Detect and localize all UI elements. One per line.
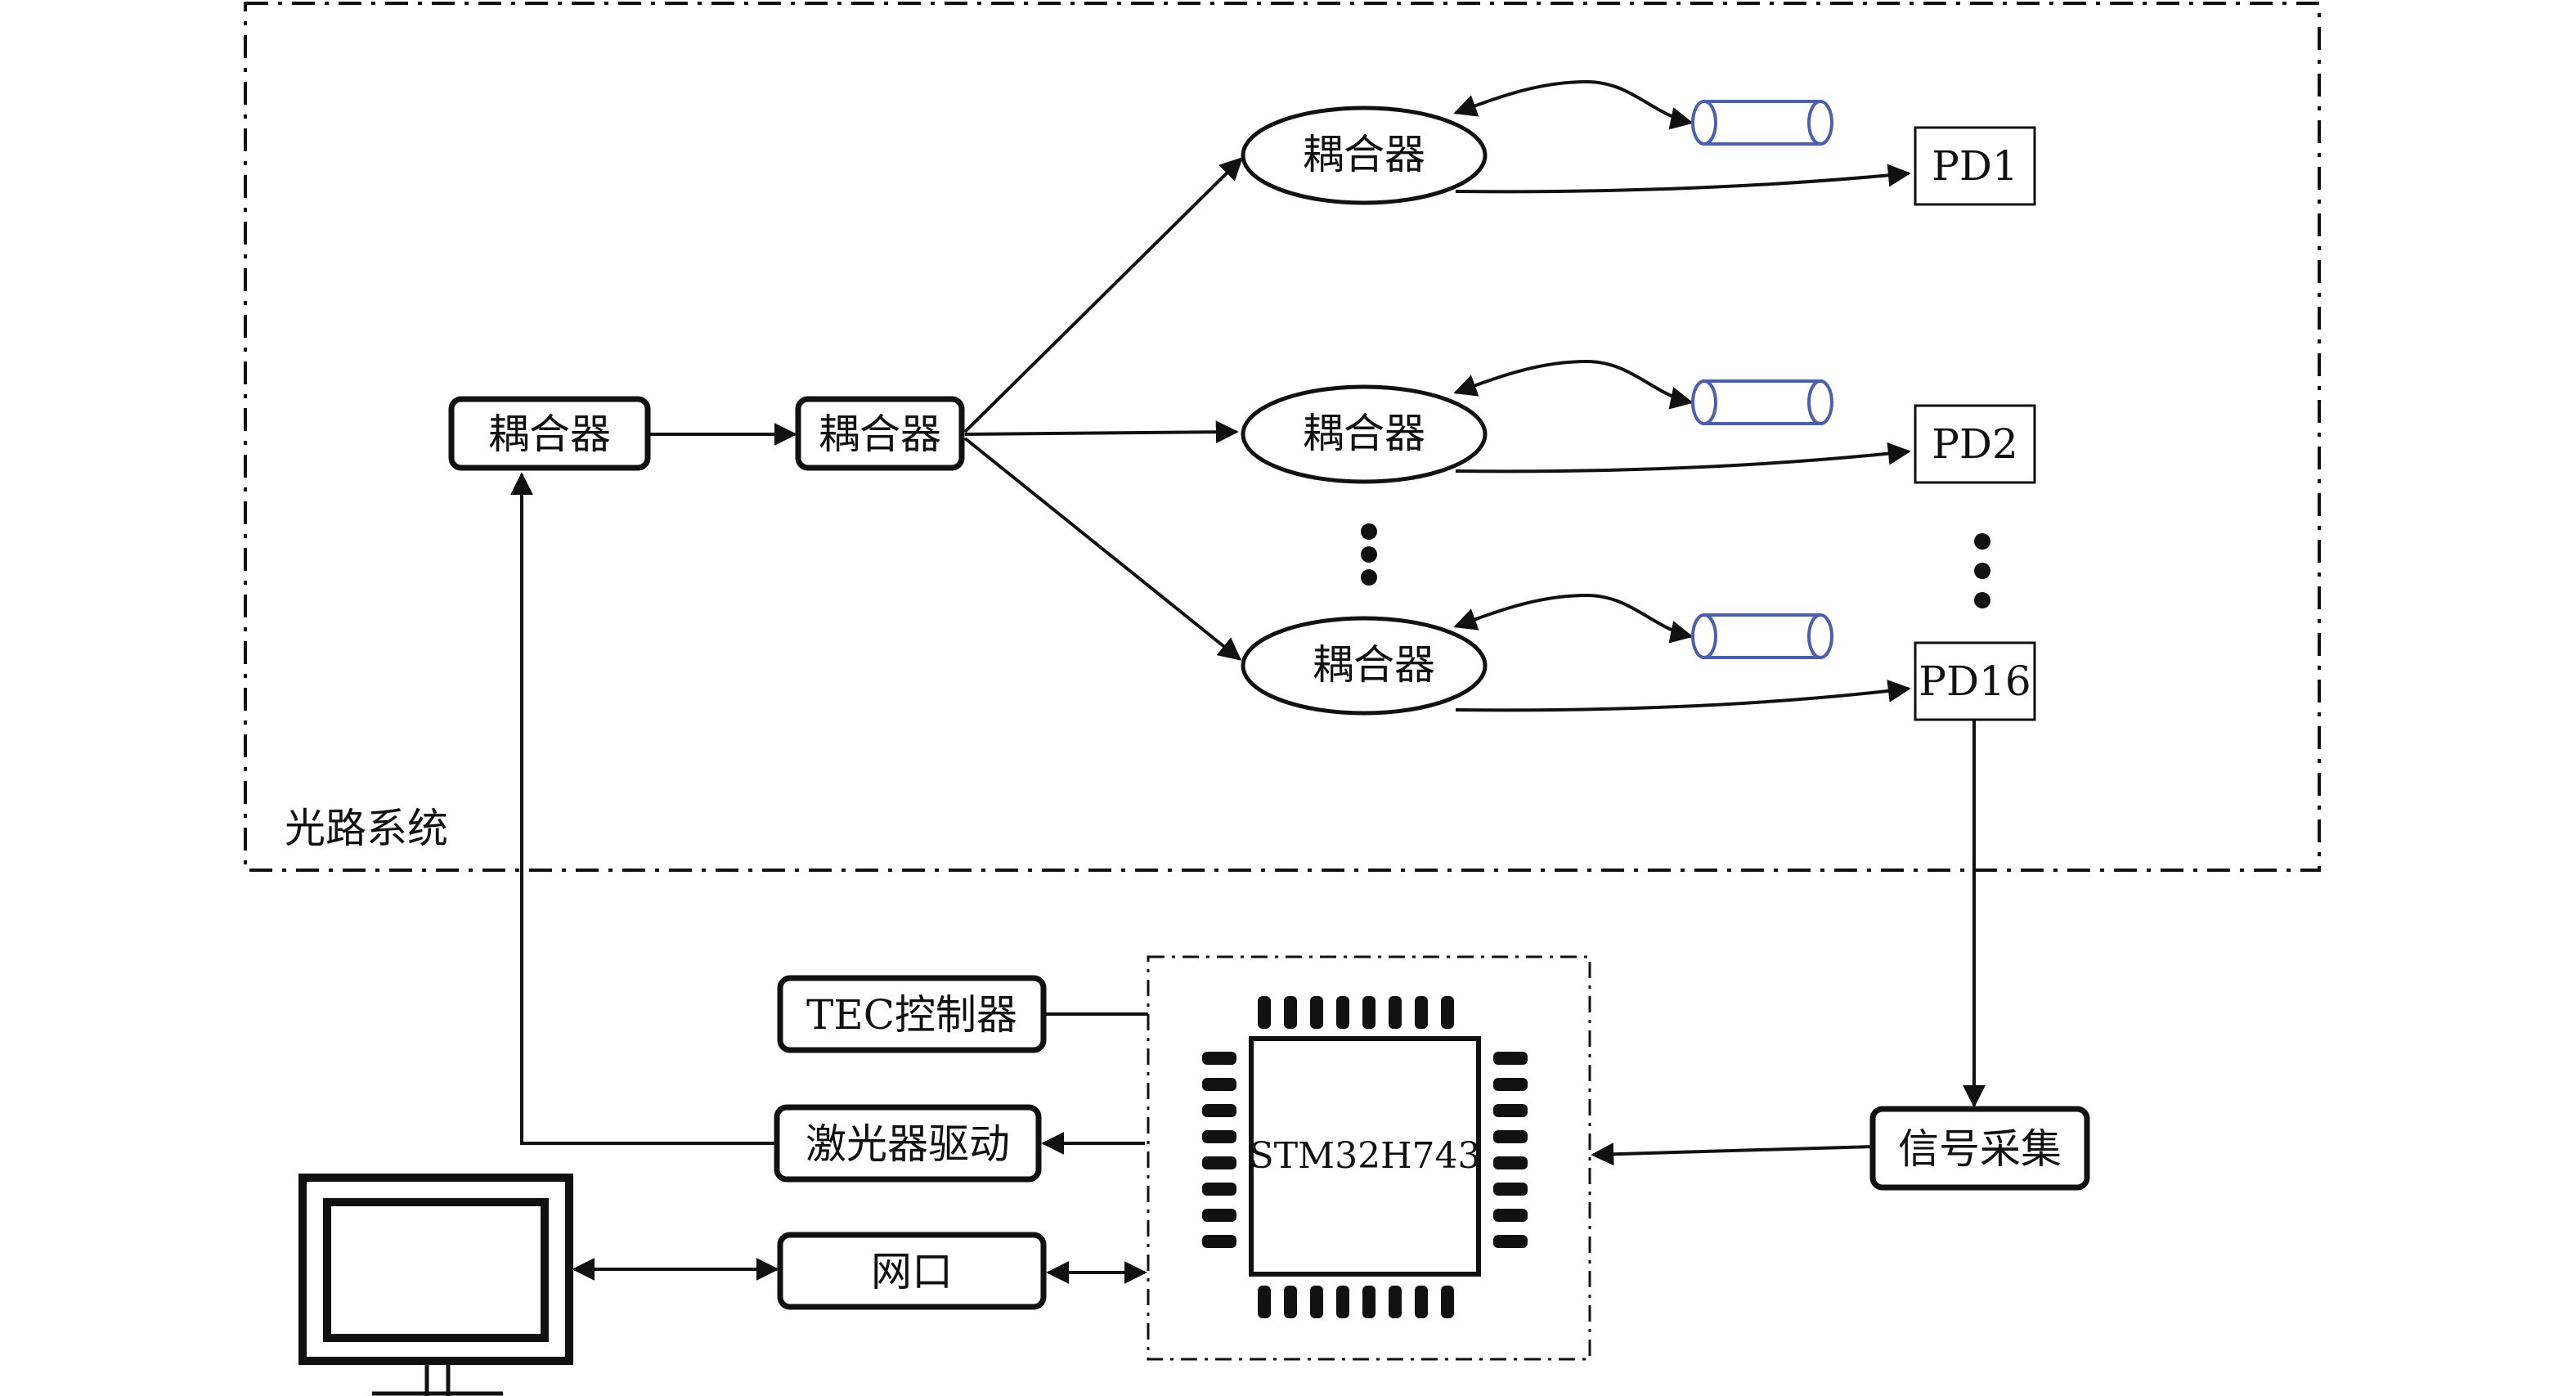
svg-text:PD16: PD16 (1919, 658, 2031, 705)
svg-text:PD1: PD1 (1932, 142, 2018, 190)
arrow-to-pd1 (1455, 164, 1911, 194)
laser-driver-box: 激光器驱动 (774, 1104, 1042, 1183)
monitor-icon (298, 1174, 573, 1396)
chip-pins-left (1202, 1052, 1236, 1248)
fiber-coil-icon (1691, 100, 1833, 146)
ellipsis-dots-pd (1974, 533, 1990, 608)
chip-pins-top (1258, 996, 1454, 1029)
fiber-loop-1 (1453, 79, 1694, 130)
coupler-1: 耦合器 (448, 396, 651, 471)
fiber-loop-2 (1453, 359, 1694, 410)
arrow-to-branch-1 (963, 157, 1243, 433)
pd2-box: PD2 (1914, 404, 2036, 484)
coupler-2: 耦合器 (795, 396, 965, 471)
fiber-coil-icon (1691, 613, 1833, 659)
svg-text:耦合器: 耦合器 (1303, 410, 1425, 457)
chip-pins-bottom (1258, 1286, 1454, 1318)
branch-coupler-2: 耦合器 (1241, 384, 1488, 484)
svg-text:激光器驱动: 激光器驱动 (806, 1120, 1010, 1168)
branch-coupler-1: 耦合器 (1241, 105, 1488, 205)
branch-coupler-3: 耦合器 (1241, 616, 1488, 716)
svg-text:PD2: PD2 (1932, 420, 2018, 468)
svg-text:TEC控制器: TEC控制器 (806, 991, 1017, 1039)
svg-text:耦合器: 耦合器 (1303, 131, 1425, 178)
pd1-box: PD1 (1914, 126, 2036, 206)
arrow-to-branch-2 (964, 420, 1239, 444)
arrow-signal-acquisition-to-mcu (1591, 1142, 1874, 1166)
arrow-to-pd2 (1455, 442, 1911, 474)
optical-system-label: 光路系统 (285, 805, 448, 852)
optical-system-boundary (244, 2, 2321, 872)
svg-text:网口: 网口 (871, 1248, 953, 1295)
fiber-coil-icon (1691, 379, 1833, 425)
svg-text:耦合器: 耦合器 (488, 411, 611, 458)
arrow-laser-driver-to-coupler1 (510, 472, 777, 1145)
mcu-label: STM32H743 (1250, 1135, 1481, 1177)
svg-text:耦合器: 耦合器 (819, 411, 941, 458)
arrow-to-branch-3 (963, 437, 1242, 661)
pd16-box: PD16 (1914, 641, 2036, 721)
mcu-chip: STM32H743 (1202, 996, 1528, 1318)
network-port-box: 网口 (777, 1232, 1047, 1310)
svg-text:耦合器: 耦合器 (1313, 641, 1435, 689)
chip-pins-right (1493, 1052, 1528, 1248)
arrow-to-pd16 (1455, 680, 1911, 712)
ellipsis-dots-couplers (1361, 523, 1377, 586)
signal-acquisition-box: 信号采集 (1869, 1106, 2090, 1191)
tec-controller-box: TEC控制器 (777, 975, 1047, 1053)
fiber-loop-3 (1453, 593, 1694, 644)
mcu-boundary (1147, 955, 1591, 1361)
svg-text:信号采集: 信号采集 (1898, 1125, 2062, 1173)
